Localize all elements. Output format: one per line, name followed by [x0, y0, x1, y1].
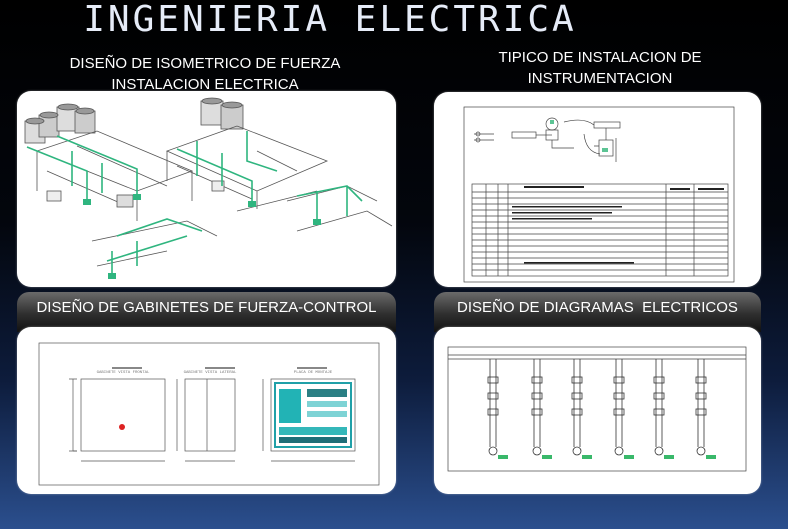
- diagram-device: [613, 376, 625, 384]
- caption-isometric: DISEÑO DE ISOMETRICO DE FUERZA INSTALACI…: [40, 53, 370, 95]
- diagram-device: [487, 376, 499, 384]
- diagram-device: [613, 392, 625, 400]
- cabinet-front-label: GABINETE VISTA FRONTAL: [97, 371, 150, 375]
- motor-icon: [488, 446, 498, 456]
- motor-icon: [696, 446, 706, 456]
- electrical-diagram: [447, 346, 747, 472]
- ground-marker: [706, 455, 716, 459]
- diagram-device: [531, 392, 543, 400]
- diagram-device: [653, 392, 665, 400]
- motor-icon: [572, 446, 582, 456]
- diagram-device: [653, 408, 665, 416]
- diagram-device: [571, 392, 583, 400]
- ground-marker: [582, 455, 592, 459]
- isometric-drawing-card: [17, 91, 396, 287]
- cabinet-caption-band: [17, 292, 396, 332]
- diagram-device: [695, 392, 707, 400]
- caption-isometric-line1: DISEÑO DE ISOMETRICO DE FUERZA: [69, 55, 341, 72]
- diagram-device: [571, 408, 583, 416]
- instrumentation-drawing: [463, 106, 735, 283]
- cabinet-side-label: GABINETE VISTA LATERAL: [184, 371, 237, 375]
- ground-marker: [542, 455, 552, 459]
- page-title: INGENIERIA ELECTRICA: [83, 0, 577, 40]
- diagram-device: [695, 376, 707, 384]
- ground-marker: [498, 455, 508, 459]
- ground-marker: [664, 455, 674, 459]
- diagram-caption-band: [434, 292, 761, 332]
- diagram-device: [531, 376, 543, 384]
- motor-icon: [532, 446, 542, 456]
- diagram-device: [613, 408, 625, 416]
- ground-marker: [624, 455, 634, 459]
- diagram-device: [531, 408, 543, 416]
- diagram-device: [571, 376, 583, 384]
- caption-cabinets: DISEÑO DE GABINETES DE FUERZA-CONTROL: [36, 299, 377, 316]
- diagram-drawing-card: [434, 327, 761, 494]
- pilot-light-icon: [119, 424, 125, 430]
- instrumentation-drawing-card: [434, 92, 761, 287]
- caption-instrumentation: TIPICO DE INSTALACION DE INSTRUMENTACION: [430, 47, 770, 89]
- diagram-device: [653, 376, 665, 384]
- caption-instrumentation-line1: TIPICO DE INSTALACION DE: [498, 49, 702, 66]
- caption-isometric-line2: INSTALACION ELECTRICA: [111, 76, 299, 93]
- cabinet-drawing-card: GABINETE VISTA FRONTAL GABINETE VISTA LA…: [17, 327, 396, 494]
- diagram-device: [487, 408, 499, 416]
- caption-instrumentation-line2: INSTRUMENTACION: [527, 70, 673, 87]
- motor-icon: [654, 446, 664, 456]
- diagram-device: [695, 408, 707, 416]
- diagram-device: [487, 392, 499, 400]
- cabinet-drawing: GABINETE VISTA FRONTAL GABINETE VISTA LA…: [38, 342, 380, 486]
- cabinet-plate-label: PLACA DE MONTAJE: [294, 371, 333, 375]
- caption-diagrams: DISEÑO DE DIAGRAMAS ELECTRICOS: [457, 299, 738, 316]
- isometric-drawing: [24, 97, 393, 279]
- motor-icon: [614, 446, 624, 456]
